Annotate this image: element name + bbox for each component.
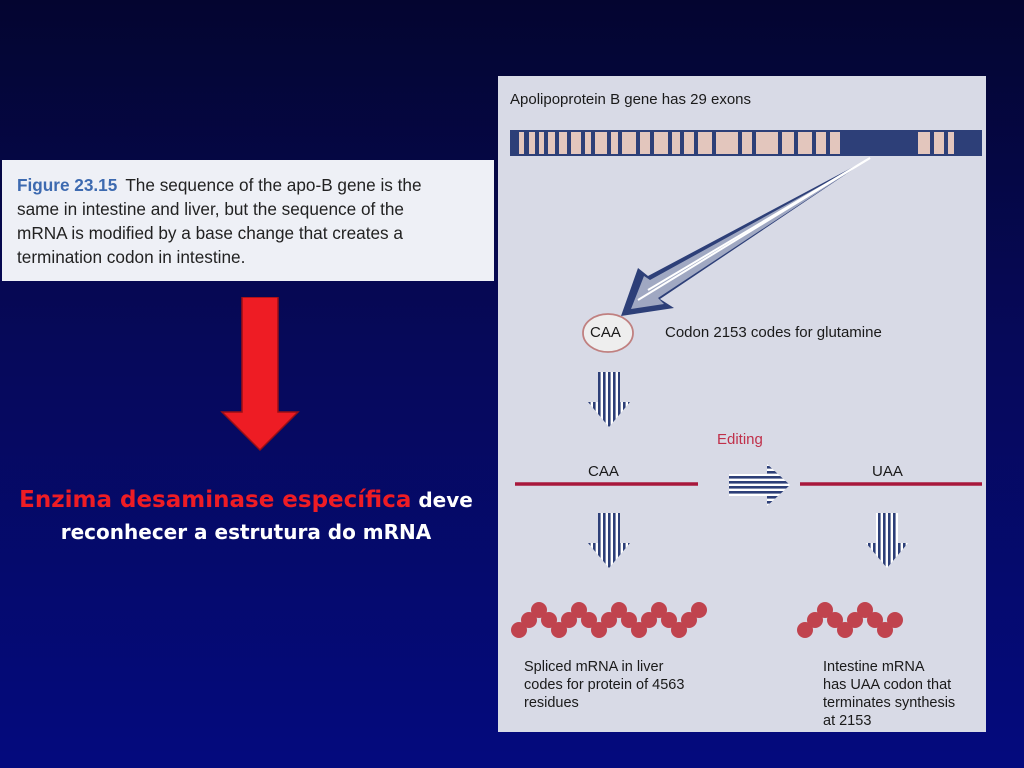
- annotation-line-1-rest: deve: [418, 488, 473, 512]
- liver-protein-chain: [511, 602, 707, 638]
- annotation-highlight: Enzima desaminase específica: [19, 487, 412, 513]
- exon-blocks: [519, 132, 954, 154]
- liver-description: Spliced mRNA in liver codes for protein …: [524, 658, 684, 712]
- right-codon-label: UAA: [872, 463, 903, 480]
- codon-bubble: [582, 313, 634, 353]
- annotation-text: Enzima desaminase específica deve reconh…: [0, 484, 492, 548]
- down-arrow-icon: [220, 297, 300, 452]
- down-striped-arrow-2: [588, 513, 630, 568]
- caption-line-1: The sequence of the apo-B gene is the: [125, 175, 422, 195]
- liver-line-2: codes for protein of 4563: [524, 677, 685, 693]
- gene-title: Apolipoprotein B gene has 29 exons: [510, 91, 752, 108]
- intestine-line-1: Intestine mRNA: [823, 659, 925, 675]
- codon-bubble-label: CAA: [590, 324, 621, 341]
- diagram-panel: Apolipoprotein B gene has 29 exons CAA C…: [498, 76, 986, 732]
- diagram-graphic: [510, 130, 982, 638]
- caption-line-4: termination codon in intestine.: [17, 247, 246, 267]
- editing-arrow: [729, 464, 790, 506]
- down-striped-arrow-1: [588, 372, 630, 427]
- codon-note: Codon 2153 codes for glutamine: [665, 324, 882, 341]
- figure-caption: Figure 23.15 The sequence of the apo-B ge…: [2, 160, 494, 281]
- intestine-line-2: has UAA codon that: [823, 677, 952, 693]
- liver-line-1: Spliced mRNA in liver: [524, 659, 664, 675]
- liver-line-3: residues: [524, 695, 579, 711]
- intestine-line-3: terminates synthesis: [823, 695, 956, 711]
- caption-line-3: mRNA is modified by a base change that c…: [17, 223, 403, 243]
- down-striped-arrow-3: [866, 513, 908, 568]
- editing-label: Editing: [717, 431, 763, 448]
- intestine-line-4: at 2153: [823, 713, 872, 729]
- annotation-line-2: reconhecer a estrutura do mRNA: [60, 520, 432, 544]
- intestine-description: Intestine mRNA has UAA codon that termin…: [823, 658, 955, 730]
- gene-to-codon-arrow: [621, 157, 871, 316]
- caption-line-2: same in intestine and liver, but the seq…: [17, 199, 404, 219]
- figure-label: Figure 23.15: [17, 175, 118, 195]
- left-codon-label: CAA: [588, 463, 619, 480]
- intestine-protein-chain: [797, 602, 903, 638]
- gene-bar: [510, 130, 982, 156]
